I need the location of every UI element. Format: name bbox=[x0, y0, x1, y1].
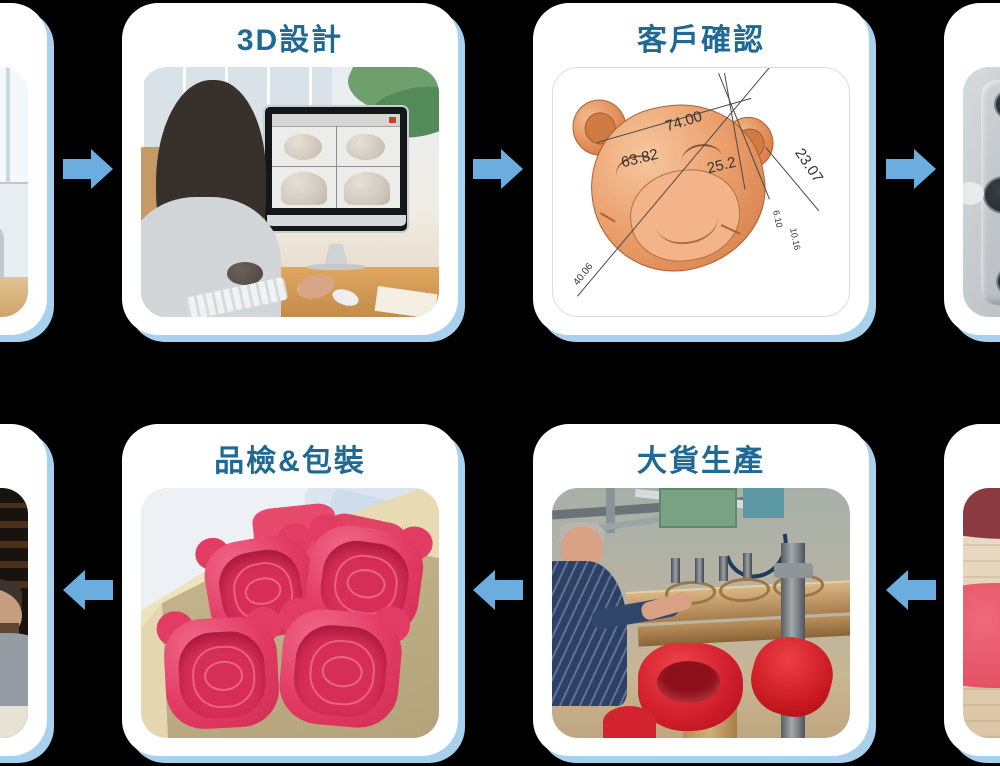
flow-arrow-left-icon bbox=[473, 570, 523, 610]
card-title: 3D設計 bbox=[236, 24, 344, 57]
press-stud bbox=[695, 558, 704, 583]
mold-notch bbox=[963, 182, 984, 205]
imac-computer bbox=[263, 104, 410, 270]
client-meeting-photo bbox=[0, 488, 28, 738]
dimension-label: 40.06 bbox=[571, 261, 596, 288]
mold-hole bbox=[996, 266, 1000, 298]
process-card-mold-partial bbox=[944, 3, 1000, 335]
flow-arrow-left-icon bbox=[63, 570, 113, 610]
flow-arrow-left-icon bbox=[886, 570, 936, 610]
card-title: 大貨生產 bbox=[637, 445, 765, 478]
viewport-divider bbox=[336, 126, 338, 209]
bear-model-view bbox=[283, 133, 323, 161]
flow-arrow-right-icon bbox=[886, 149, 936, 189]
process-card-confirm: 客戶確認 74.00 bbox=[533, 3, 869, 335]
card-title-hidden bbox=[944, 3, 1000, 63]
red-silicone-mold bbox=[638, 643, 743, 731]
mold-cavity bbox=[291, 621, 390, 719]
factory-production-photo bbox=[552, 488, 850, 738]
metal-mold-photo bbox=[963, 67, 1000, 317]
process-card-delivery-partial bbox=[0, 424, 47, 756]
dimension-label: 23.07 bbox=[791, 145, 827, 187]
close-button-glyph bbox=[388, 116, 397, 124]
worker-shirt bbox=[552, 560, 627, 706]
press-stud bbox=[742, 553, 752, 578]
mold-cavity bbox=[657, 660, 720, 703]
wood-table bbox=[0, 277, 28, 317]
bear-model-view bbox=[281, 172, 328, 205]
column-nut bbox=[774, 563, 813, 578]
red-silicone-mold bbox=[742, 628, 841, 725]
person-blazer bbox=[0, 633, 28, 708]
window-backdrop bbox=[0, 67, 28, 184]
dimension-label: 10.16 bbox=[787, 227, 803, 252]
desk-stone bbox=[227, 262, 264, 285]
flow-arrow-right-icon bbox=[473, 149, 523, 189]
card-title: 客戶確認 bbox=[637, 24, 765, 57]
card-title-hidden bbox=[944, 424, 1000, 484]
bear-smile bbox=[652, 192, 723, 250]
molds-in-box-photo bbox=[141, 488, 439, 738]
process-card-consult-partial bbox=[0, 3, 47, 335]
mold-plate bbox=[980, 79, 1000, 305]
cad-software-window bbox=[272, 113, 401, 209]
app-toolbar bbox=[272, 113, 401, 128]
card-title: 品檢&包裝 bbox=[214, 445, 366, 478]
pink-sample-mold bbox=[963, 583, 1000, 688]
person-sweater bbox=[0, 207, 5, 312]
press-stud bbox=[718, 555, 728, 581]
monitor-chin bbox=[266, 214, 406, 226]
viewport-divider bbox=[272, 165, 401, 167]
designer-at-computer-photo bbox=[141, 67, 439, 317]
mold-hole bbox=[983, 176, 1000, 214]
consultation-photo bbox=[0, 67, 28, 317]
process-card-sample-partial bbox=[944, 424, 1000, 756]
monitor-base bbox=[308, 264, 364, 270]
sample-mold-photo bbox=[963, 488, 1000, 738]
dimension-label: 6.10 bbox=[771, 209, 785, 229]
bar-shelves bbox=[0, 503, 28, 588]
flow-arrow-right-icon bbox=[63, 149, 113, 189]
bear-model-view bbox=[343, 172, 390, 205]
bear-model-view bbox=[346, 133, 385, 161]
red-silicone-mold bbox=[602, 705, 657, 738]
machine-block bbox=[742, 488, 785, 518]
process-card-production: 大貨生產 bbox=[533, 424, 869, 756]
mold-cavity bbox=[176, 630, 267, 721]
fur-mark bbox=[600, 212, 617, 223]
green-machine bbox=[659, 488, 737, 528]
pipe bbox=[605, 488, 615, 533]
mold-hole bbox=[993, 88, 1000, 120]
process-card-design: 3D設計 bbox=[122, 3, 458, 335]
card-title-hidden bbox=[0, 3, 47, 63]
process-card-package: 品檢&包裝 bbox=[122, 424, 458, 756]
cad-bear-drawing: 74.00 63.82 25.2 23.07 6.10 10.16 40.06 bbox=[552, 67, 850, 317]
pink-bear-mold bbox=[276, 595, 412, 731]
table bbox=[0, 705, 28, 738]
press-stud bbox=[671, 558, 681, 583]
monitor-stand bbox=[324, 244, 348, 266]
pink-bear-mold bbox=[155, 606, 283, 731]
card-title-hidden bbox=[0, 424, 47, 484]
monitor-frame bbox=[263, 104, 410, 233]
